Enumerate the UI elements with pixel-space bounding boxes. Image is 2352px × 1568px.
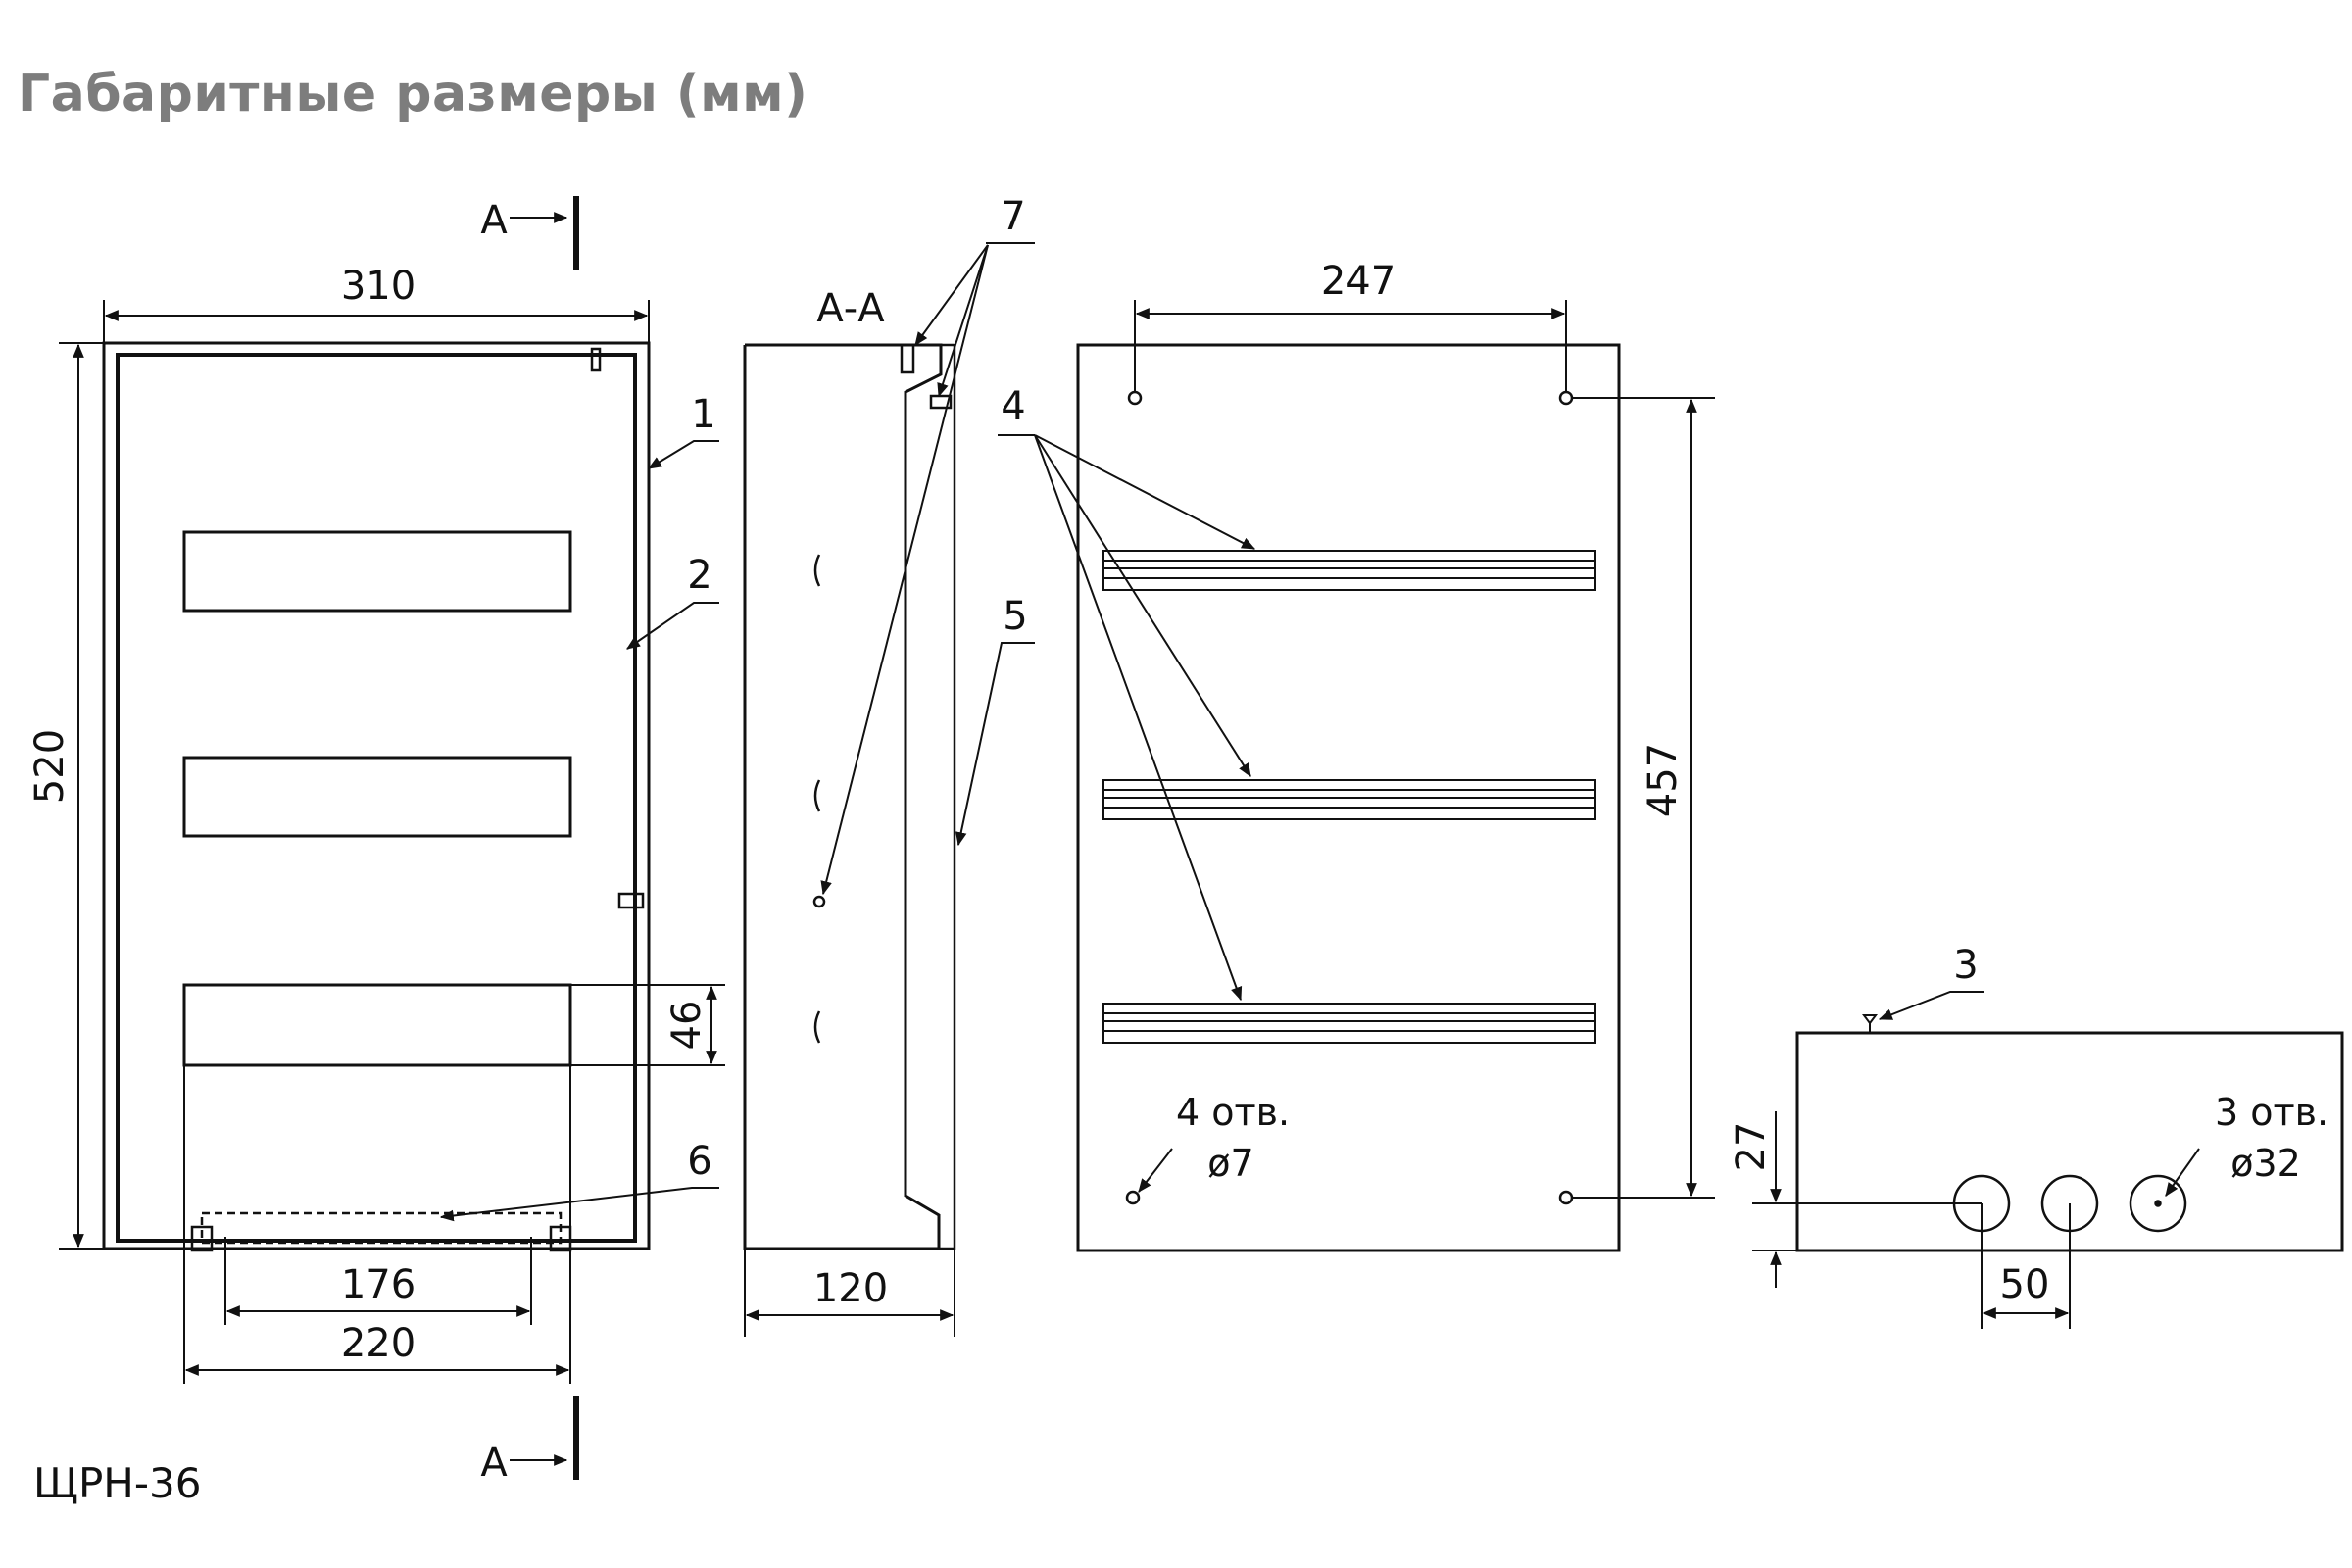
dimension-hole-offset	[1752, 1111, 1982, 1288]
callout-leaders-back	[998, 434, 1256, 1193]
callout-6: 6	[687, 1139, 711, 1184]
dimension-mount-horizontal	[1134, 300, 1567, 392]
dimension-module-height	[570, 984, 725, 1066]
dimension-width	[103, 300, 650, 345]
callout-7: 7	[1001, 194, 1025, 239]
mount-hole	[1125, 1190, 1141, 1205]
module-window-2	[182, 756, 572, 838]
dimension-bottom-inner	[224, 1237, 532, 1325]
dim-label-mount-horizontal: 247	[1321, 259, 1396, 304]
dim-label-hole-offset: 27	[1729, 1122, 1774, 1172]
dim-label-bottom-inner: 176	[341, 1262, 416, 1307]
din-rail	[1102, 1003, 1596, 1044]
mount-hole	[1558, 1190, 1574, 1205]
callout-1: 1	[691, 392, 715, 437]
callout-leaders-front	[439, 440, 719, 1222]
section-marker-bottom: А	[480, 1441, 508, 1486]
knockout-hole	[2129, 1174, 2187, 1233]
dim-label-depth: 120	[813, 1266, 888, 1311]
din-rail	[1102, 550, 1596, 591]
dim-label-height: 520	[27, 729, 73, 804]
dimension-depth	[744, 1249, 956, 1337]
note-knockouts-dia: ø32	[2230, 1142, 2301, 1185]
section-view	[743, 343, 956, 1250]
mount-hole	[1127, 390, 1143, 406]
module-window-1	[182, 530, 572, 612]
dim-label-bottom-outer: 220	[341, 1321, 416, 1366]
dim-label-hole-pitch: 50	[2000, 1262, 2050, 1307]
din-rail	[1102, 779, 1596, 820]
page-title: Габаритные размеры (мм)	[18, 65, 808, 123]
note-mount-holes-dia: ø7	[1207, 1142, 1253, 1185]
dim-label-mount-vertical: 457	[1641, 743, 1686, 817]
mount-hole	[1558, 390, 1574, 406]
dimension-height	[59, 342, 106, 1250]
callout-3: 3	[1953, 943, 1978, 988]
back-view	[1076, 343, 1621, 1252]
callout-2: 2	[687, 553, 711, 598]
section-view-label: А-А	[816, 286, 885, 331]
dimension-bottom-outer	[183, 1065, 571, 1384]
callout-4: 4	[1001, 384, 1025, 429]
model-label: ЩРН-36	[33, 1459, 201, 1507]
dim-label-module-height: 46	[664, 1001, 710, 1051]
section-markers	[510, 196, 579, 1480]
callout-leaders-bottom	[1878, 991, 2200, 1197]
module-window-3	[182, 983, 572, 1067]
callout-leaders-section	[820, 242, 1035, 896]
front-view	[102, 341, 651, 1252]
dimension-hole-pitch	[1981, 1203, 2071, 1329]
note-knockouts-count: 3 отв.	[2215, 1091, 2328, 1134]
section-marker-top: А	[480, 198, 508, 243]
dim-label-width: 310	[341, 264, 416, 309]
note-mount-holes-count: 4 отв.	[1176, 1091, 1290, 1134]
dimension-mount-vertical	[1572, 397, 1715, 1199]
callout-5: 5	[1003, 594, 1027, 639]
